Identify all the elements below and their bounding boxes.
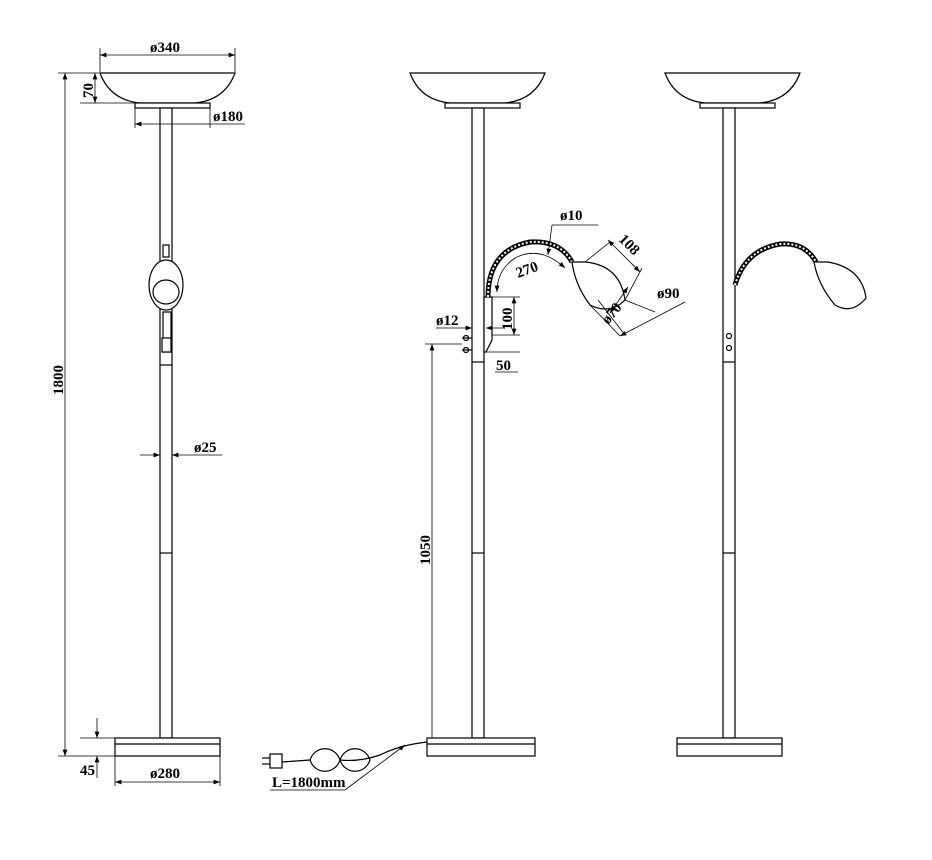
dim-base-height: 45 (80, 763, 95, 779)
dim-base-diameter: ø280 (150, 766, 180, 782)
dim-switch-diameter: ø12 (436, 313, 459, 329)
cable-length-label: L=1800mm (272, 775, 346, 791)
reading-shade (571, 261, 626, 310)
pole (159, 107, 173, 739)
dim-arm-diameter: ø10 (560, 208, 583, 224)
lamp-side-view: ø10 270 108 ø70 ø90 100 ø12 50 1050 (262, 72, 686, 791)
dim-collar-diameter: ø180 (213, 109, 243, 125)
dim-bowl-diameter: ø340 (150, 40, 180, 56)
dim-holder-height: 100 (500, 308, 516, 331)
uplight-bowl (409, 72, 546, 104)
dim-holder-width: 50 (496, 358, 511, 374)
arm-holder (483, 296, 493, 353)
uplight-bowl (664, 72, 801, 104)
base (426, 737, 536, 757)
power-cable: L=1800mm (262, 741, 428, 791)
flexible-arm (732, 241, 819, 286)
dim-shade-length: 108 (615, 232, 642, 259)
dim-pole-diameter: ø25 (194, 440, 217, 456)
lamp-rear-view (664, 72, 867, 757)
dimmer-switch (161, 337, 172, 353)
dim-bowl-height: 70 (81, 83, 97, 98)
dim-arm-mount-height: 1050 (418, 535, 434, 565)
uplight-bowl (99, 72, 236, 104)
lamp-front-view: ø340 70 ø180 1800 ø25 45 ø280 (51, 40, 245, 786)
pole (722, 107, 736, 739)
dim-shade-outer-diameter: ø90 (657, 286, 680, 302)
coiled-cable (309, 748, 371, 772)
base (114, 737, 221, 757)
dim-arm-length: 270 (514, 259, 541, 282)
reading-shade (813, 261, 867, 310)
bowl-collar (134, 102, 211, 109)
base (676, 737, 783, 757)
arm-coil (162, 244, 170, 258)
pole (471, 107, 485, 739)
plug-icon (269, 753, 283, 769)
reading-shade (148, 259, 184, 311)
dim-total-height: 1800 (51, 365, 67, 395)
